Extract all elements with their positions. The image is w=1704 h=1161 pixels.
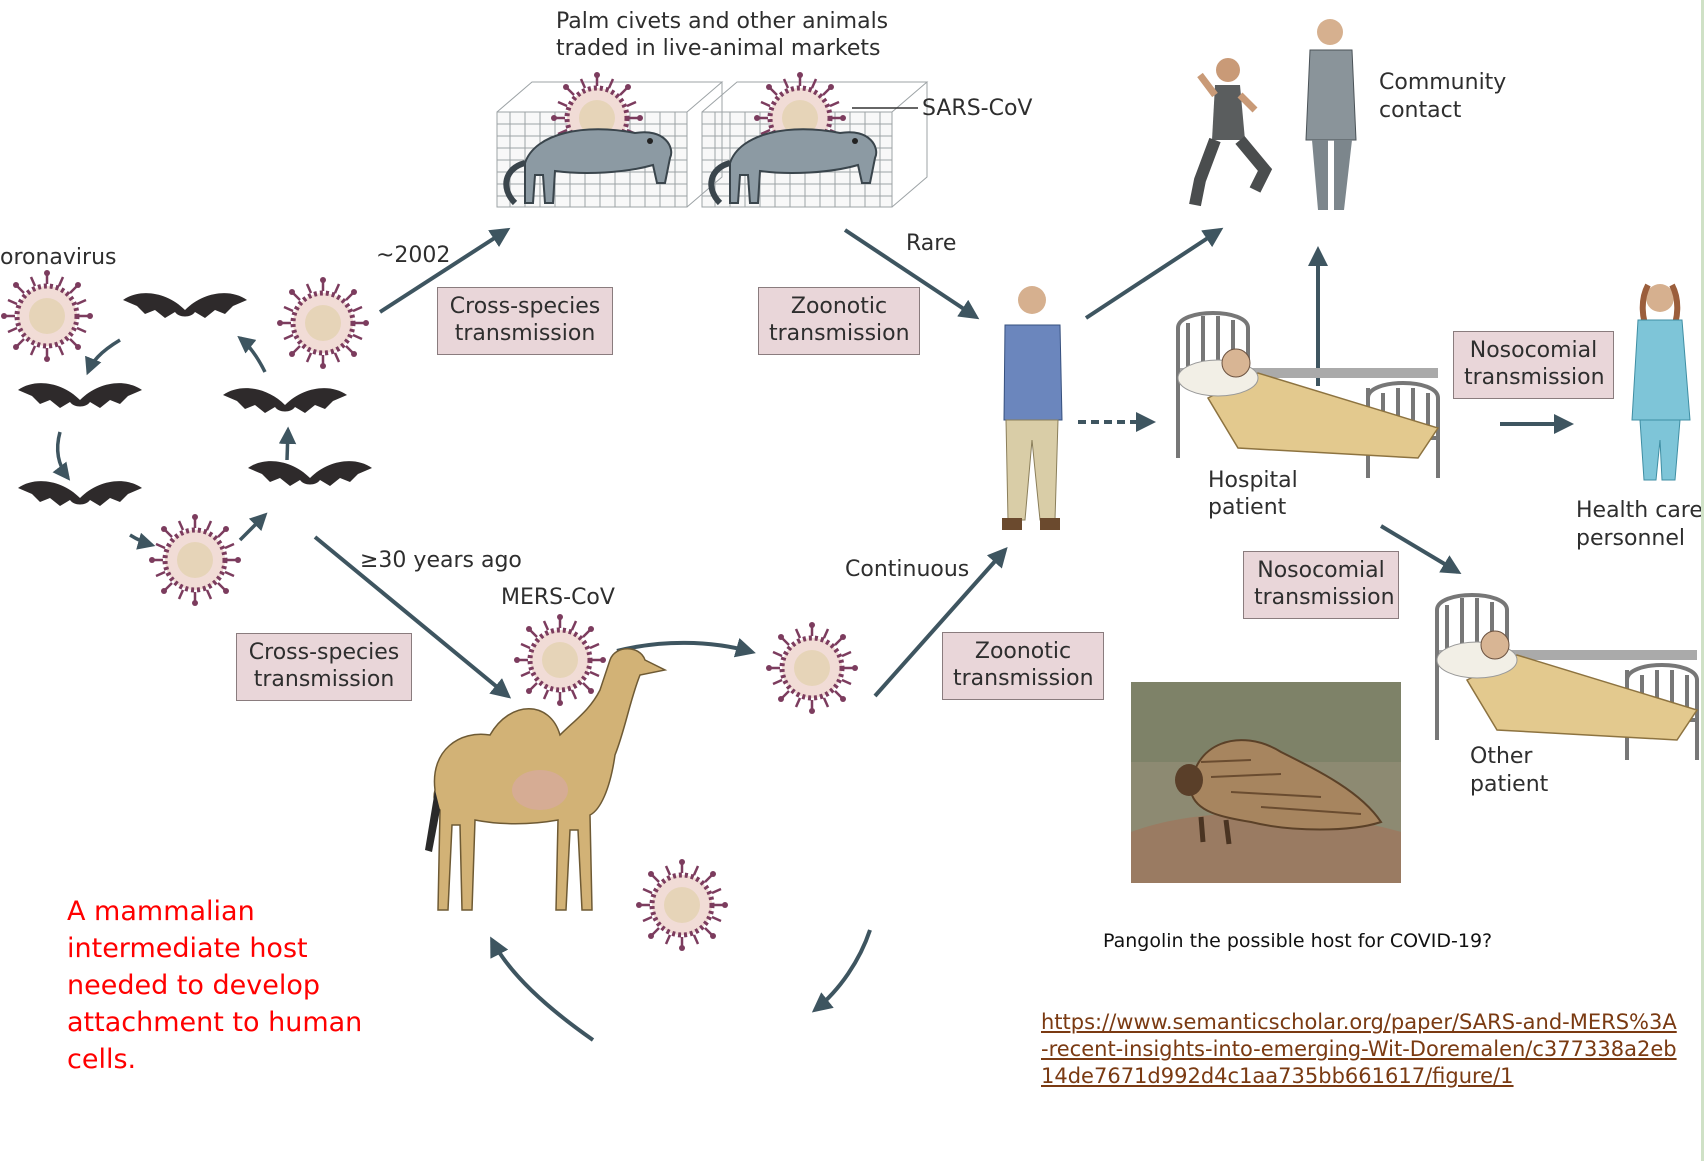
other-patient-line-2: patient	[1470, 771, 1548, 798]
community-contact-line-1: Community	[1379, 69, 1506, 96]
virus-icon	[766, 622, 858, 714]
year-2002-label: ~2002	[376, 242, 450, 269]
hospital-patient-line-1: Hospital	[1208, 467, 1298, 494]
other-patient-line-1: Other	[1470, 743, 1532, 770]
health-care-line-2: personnel	[1576, 525, 1685, 552]
nosocomial-box-right: Nosocomial transmission	[1453, 331, 1614, 399]
zoonotic-box-top: Zoonotic transmission	[758, 287, 920, 355]
zoonotic-box-bottom: Zoonotic transmission	[942, 632, 1104, 700]
cross-species-box-bottom: Cross-species transmission	[236, 633, 412, 701]
market-title-line-1: Palm civets and other animals	[556, 8, 888, 35]
cross-species-box-top: Cross-species transmission	[437, 287, 613, 355]
virus-icon	[514, 614, 606, 706]
runner-icon	[1195, 58, 1265, 205]
sars-cov-label: SARS-CoV	[922, 95, 1032, 122]
businessman-icon	[1306, 19, 1356, 210]
bat-icon	[18, 481, 142, 506]
box-line-2: transmission	[1254, 584, 1388, 611]
community-contact-line-2: contact	[1379, 97, 1461, 124]
bat-icon	[223, 388, 347, 413]
rare-label: Rare	[906, 230, 956, 257]
market-title-line-2: traded in live-animal markets	[556, 35, 880, 62]
hospital-bed-icon	[1437, 595, 1697, 760]
mers-cov-label: MERS-CoV	[501, 584, 615, 611]
bat-icon	[18, 383, 142, 408]
bat-icon	[123, 293, 247, 318]
box-line-2: transmission	[769, 320, 909, 347]
virus-icon	[149, 514, 241, 606]
thirty-years-label: ≥30 years ago	[360, 547, 522, 574]
virus-icon	[636, 859, 728, 951]
virus-icon	[277, 277, 369, 369]
pangolin-caption: Pangolin the possible host for COVID-19?	[1103, 929, 1492, 953]
virus-icon	[1, 270, 93, 362]
bat-icon	[248, 461, 372, 486]
hospital-patient-line-2: patient	[1208, 494, 1286, 521]
bat-cycle-arrows	[58, 338, 288, 545]
continuous-label: Continuous	[845, 556, 969, 583]
man-icon	[1002, 286, 1062, 530]
coronavirus-label: oronavirus	[0, 244, 117, 271]
box-line-1: Nosocomial	[1464, 337, 1603, 364]
source-link[interactable]: https://www.semanticscholar.org/paper/SA…	[1041, 1009, 1681, 1090]
box-line-2: transmission	[448, 320, 602, 347]
health-care-line-1: Health care	[1576, 497, 1703, 524]
hospital-bed-icon	[1178, 313, 1438, 478]
box-line-1: Nosocomial	[1254, 557, 1388, 584]
box-line-1: Cross-species	[247, 639, 401, 666]
box-line-1: Cross-species	[448, 293, 602, 320]
nurse-icon	[1632, 284, 1690, 480]
box-line-2: transmission	[953, 665, 1093, 692]
nosocomial-box-bottom: Nosocomial transmission	[1243, 551, 1399, 619]
box-line-1: Zoonotic	[953, 638, 1093, 665]
box-line-2: transmission	[1464, 364, 1603, 391]
box-line-1: Zoonotic	[769, 293, 909, 320]
box-line-2: transmission	[247, 666, 401, 693]
pangolin-photo	[1131, 682, 1401, 883]
intermediate-host-note: A mammalian intermediate host needed to …	[67, 893, 387, 1078]
